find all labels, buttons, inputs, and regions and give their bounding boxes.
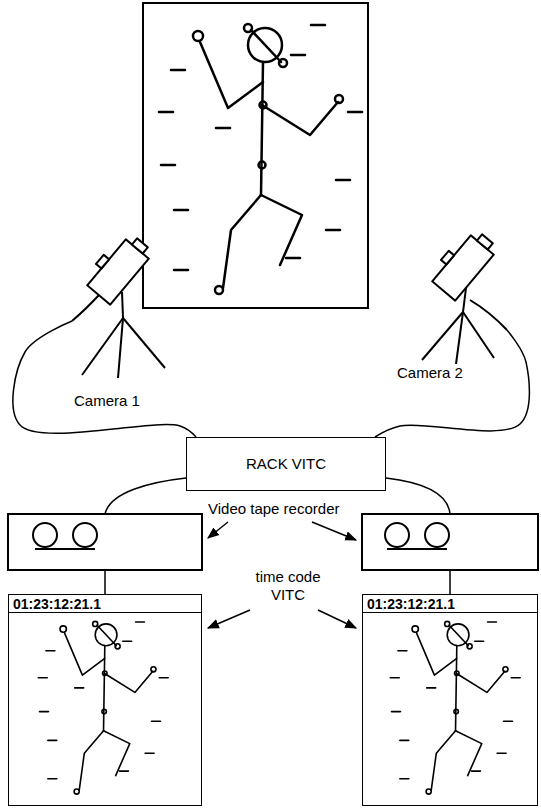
- camera-1-drawing: [82, 229, 154, 305]
- camera-2-drawing: [477, 234, 493, 249]
- video-tape-recorder: [362, 514, 538, 570]
- monitor-screen: 01:23:12:21.1: [362, 594, 538, 806]
- climbing-wall: [159, 24, 362, 294]
- signal-cable: [449, 570, 451, 594]
- box-label: RACK VITC: [238, 455, 334, 473]
- pointer-arrow: [208, 522, 356, 628]
- signal-cable: [386, 478, 450, 514]
- camera-2-drawing: [422, 225, 507, 364]
- signal-label: time code VITC: [238, 568, 338, 604]
- monitor-screen: 01:23:12:21.1: [8, 594, 202, 806]
- camera-2-drawing: [427, 225, 499, 301]
- camera-1-drawing: [72, 229, 165, 378]
- timecode-readout: 01:23:12:21.1: [363, 595, 537, 613]
- camera-2-drawing: [432, 235, 494, 300]
- camera-1-drawing: [87, 239, 149, 304]
- signal-cable: [105, 478, 186, 514]
- video-tape-recorder: [35, 548, 95, 550]
- video-tape-recorder: [387, 548, 447, 550]
- timecode-rack: RACK VITC: [186, 437, 386, 491]
- monitor-picture: [390, 621, 520, 794]
- climbing-wall: [143, 3, 368, 308]
- climbing-wall: [143, 3, 368, 308]
- video-cable: [13, 321, 196, 437]
- monitor-picture: [38, 621, 168, 794]
- pointer-arrow: [208, 610, 250, 628]
- camera-unit: Camera 2: [395, 222, 507, 382]
- signal-cable: [104, 570, 106, 594]
- timecode-readout: 01:23:12:21.1: [9, 595, 201, 613]
- camera-1-drawing: [122, 292, 123, 318]
- camera-1-drawing: [72, 295, 99, 321]
- video-tape-recorder: [33, 523, 57, 547]
- camera-label: Camera 2: [395, 364, 465, 382]
- camera-unit: Camera 1: [72, 232, 177, 410]
- pointer-arrow: [318, 610, 356, 628]
- video-tape-recorder: [8, 514, 202, 570]
- video-cable: [375, 330, 529, 437]
- camera-2-drawing: [463, 288, 466, 312]
- camera-2-drawing: [441, 251, 454, 265]
- camera-2-drawing: [456, 312, 463, 364]
- camera-1-drawing: [82, 318, 123, 375]
- component-label: Video tape recorder: [206, 500, 341, 518]
- camera-2-drawing: [470, 300, 507, 330]
- monitor-picture: [390, 621, 520, 794]
- video-tape-recorder: [8, 514, 202, 570]
- video-tape-recorder: [73, 523, 97, 547]
- video-tape-recorder: [385, 523, 409, 547]
- camera-1-drawing: [118, 318, 123, 378]
- pointer-arrow: [208, 522, 228, 538]
- monitor-picture: [38, 621, 168, 794]
- video-tape-recorder: [362, 514, 538, 570]
- camera-1-drawing: [96, 255, 109, 269]
- video-tape-recorder: [425, 523, 449, 547]
- pointer-arrow: [312, 522, 356, 540]
- camera-2-drawing: [463, 312, 494, 358]
- camera-label: Camera 1: [72, 392, 142, 410]
- camera-1-drawing: [132, 238, 148, 253]
- camera-1-drawing: [123, 318, 165, 368]
